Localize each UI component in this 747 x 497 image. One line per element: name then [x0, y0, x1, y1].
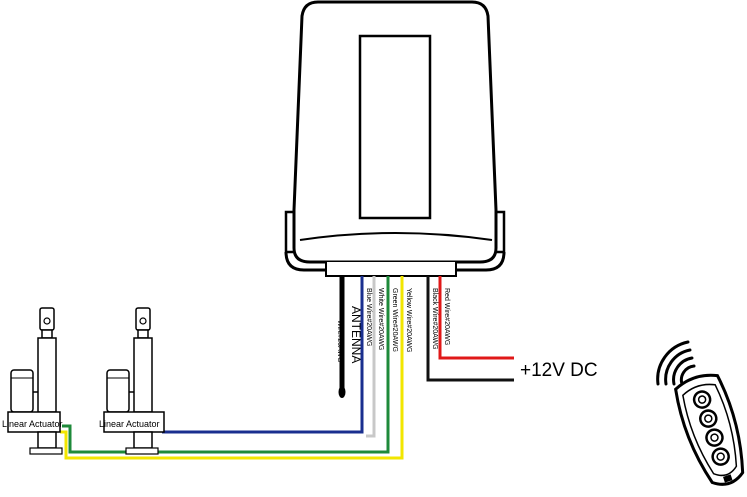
remote-button-4	[711, 447, 730, 466]
wire-label-green: Green Wire#20AWG	[391, 288, 398, 352]
black-wire	[426, 276, 514, 382]
wire-label-black: Black Wire#20AWG	[431, 288, 438, 350]
yellow-wire	[60, 276, 404, 460]
red-wire	[438, 276, 514, 360]
actuator-1-label: Linear Actuator	[2, 419, 63, 429]
power-label: +12V DC	[520, 360, 598, 381]
receiver-label-window	[358, 34, 432, 220]
wire-label-yellow: Yellow Wire#20AWG	[405, 288, 412, 352]
remote-button-2	[699, 409, 718, 428]
remote-button-3	[705, 428, 724, 447]
actuator-2-label: Linear Actuator	[99, 419, 160, 429]
antenna-label: ANTENNA	[349, 306, 363, 363]
antenna-sublabel: Wire#20AWG	[336, 320, 343, 363]
wire-label-blue: Blue Wire#20AWG	[365, 288, 372, 346]
wire-label-white: White Wire#20AWG	[377, 288, 384, 350]
linear-actuator-1: Linear Actuator	[2, 307, 63, 455]
wire-label-red: Red Wire#20AWG	[443, 288, 450, 345]
remote-button-1	[692, 390, 712, 409]
wire-labels: Blue Wire#20AWG White Wire#20AWG Green W…	[365, 288, 450, 352]
remote-control-icon	[674, 373, 745, 486]
wireless-signal-icon	[656, 340, 696, 386]
linear-actuator-2: Linear Actuator	[99, 307, 165, 455]
blue-wire	[162, 276, 364, 434]
receiver-box	[284, 0, 506, 277]
green-wire	[62, 276, 390, 454]
antenna: ANTENNA Wire#20AWG	[336, 276, 363, 398]
wires	[60, 276, 514, 460]
white-wire	[366, 276, 376, 438]
